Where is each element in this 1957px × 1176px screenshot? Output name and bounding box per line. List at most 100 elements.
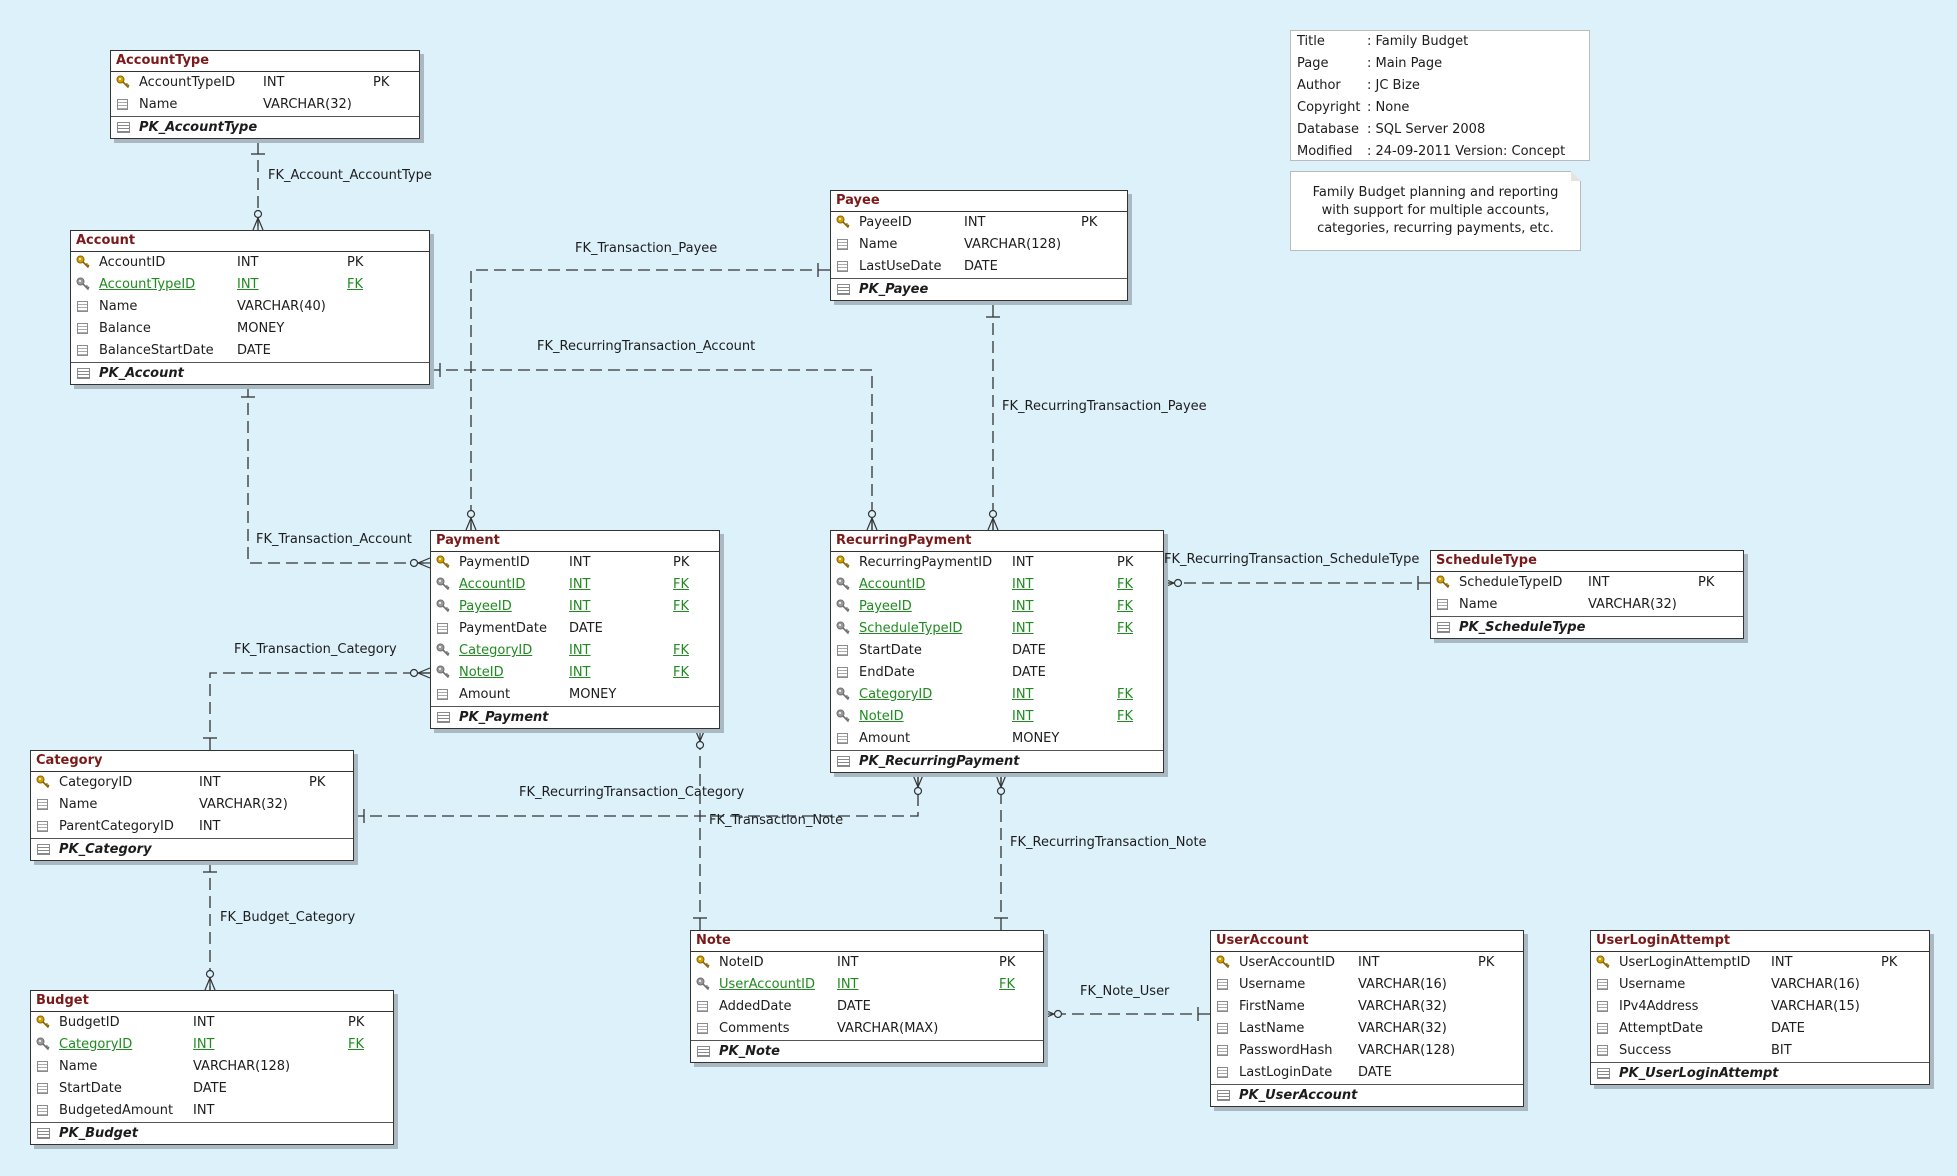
relationship-label[interactable]: FK_Note_User: [1080, 984, 1170, 999]
relationship-r11[interactable]: [203, 860, 217, 991]
relationship-label[interactable]: FK_RecurringTransaction_Account: [537, 339, 756, 354]
relationship-label[interactable]: FK_RecurringTransaction_Note: [1010, 835, 1207, 850]
relationship-label[interactable]: FK_RecurringTransaction_Category: [519, 785, 745, 800]
relationship-r6[interactable]: [1161, 576, 1430, 590]
relationship-line[interactable]: [352, 775, 919, 817]
relationship-r3[interactable]: [428, 363, 878, 531]
relationship-line[interactable]: [247, 385, 430, 564]
primary-key-index[interactable]: PK_Payee: [831, 278, 1127, 300]
table-header[interactable]: AccountType: [111, 51, 419, 72]
table-header[interactable]: Payment: [431, 531, 719, 552]
relationship-r12[interactable]: [1041, 1007, 1210, 1021]
table-header[interactable]: Budget: [31, 991, 393, 1012]
relationship-label[interactable]: FK_Budget_Category: [220, 910, 356, 925]
table-header[interactable]: RecurringPayment: [831, 531, 1163, 552]
primary-key-index[interactable]: PK_Budget: [31, 1122, 393, 1144]
primary-key-index[interactable]: PK_Payment: [431, 706, 719, 728]
relationship-r4[interactable]: [986, 305, 1000, 531]
relationship-label[interactable]: FK_RecurringTransaction_ScheduleType: [1164, 552, 1420, 567]
table-header[interactable]: Payee: [831, 191, 1127, 212]
relationship-label[interactable]: FK_Transaction_Note: [709, 813, 844, 828]
table-header[interactable]: Category: [31, 751, 353, 772]
table-header[interactable]: UserLoginAttempt: [1591, 931, 1929, 952]
relationship-label[interactable]: FK_Account_AccountType: [268, 168, 432, 183]
primary-key-index[interactable]: PK_RecurringPayment: [831, 750, 1163, 772]
primary-key-index[interactable]: PK_UserLoginAttempt: [1591, 1062, 1929, 1084]
primary-key-index[interactable]: PK_ScheduleType: [1431, 616, 1743, 638]
relationship-label[interactable]: FK_RecurringTransaction_Payee: [1002, 399, 1207, 414]
table-header[interactable]: Account: [71, 231, 429, 252]
relationship-label[interactable]: FK_Transaction_Payee: [575, 241, 718, 256]
relationship-r8[interactable]: [352, 774, 924, 823]
table-header[interactable]: Note: [691, 931, 1043, 952]
table-header[interactable]: UserAccount: [1211, 931, 1523, 952]
primary-key-index[interactable]: PK_Note: [691, 1040, 1043, 1062]
relationship-r5[interactable]: [241, 385, 431, 569]
relationship-label[interactable]: FK_Transaction_Category: [234, 642, 397, 657]
relationship-r7[interactable]: [203, 667, 431, 750]
relationship-line[interactable]: [470, 269, 830, 530]
primary-key-index[interactable]: PK_Account: [71, 362, 429, 384]
table-header[interactable]: ScheduleType: [1431, 551, 1743, 572]
relationship-label[interactable]: FK_Transaction_Account: [256, 532, 412, 547]
relationship-r2[interactable]: [465, 263, 830, 531]
relationship-line[interactable]: [209, 672, 430, 750]
relationship-line[interactable]: [428, 369, 873, 530]
